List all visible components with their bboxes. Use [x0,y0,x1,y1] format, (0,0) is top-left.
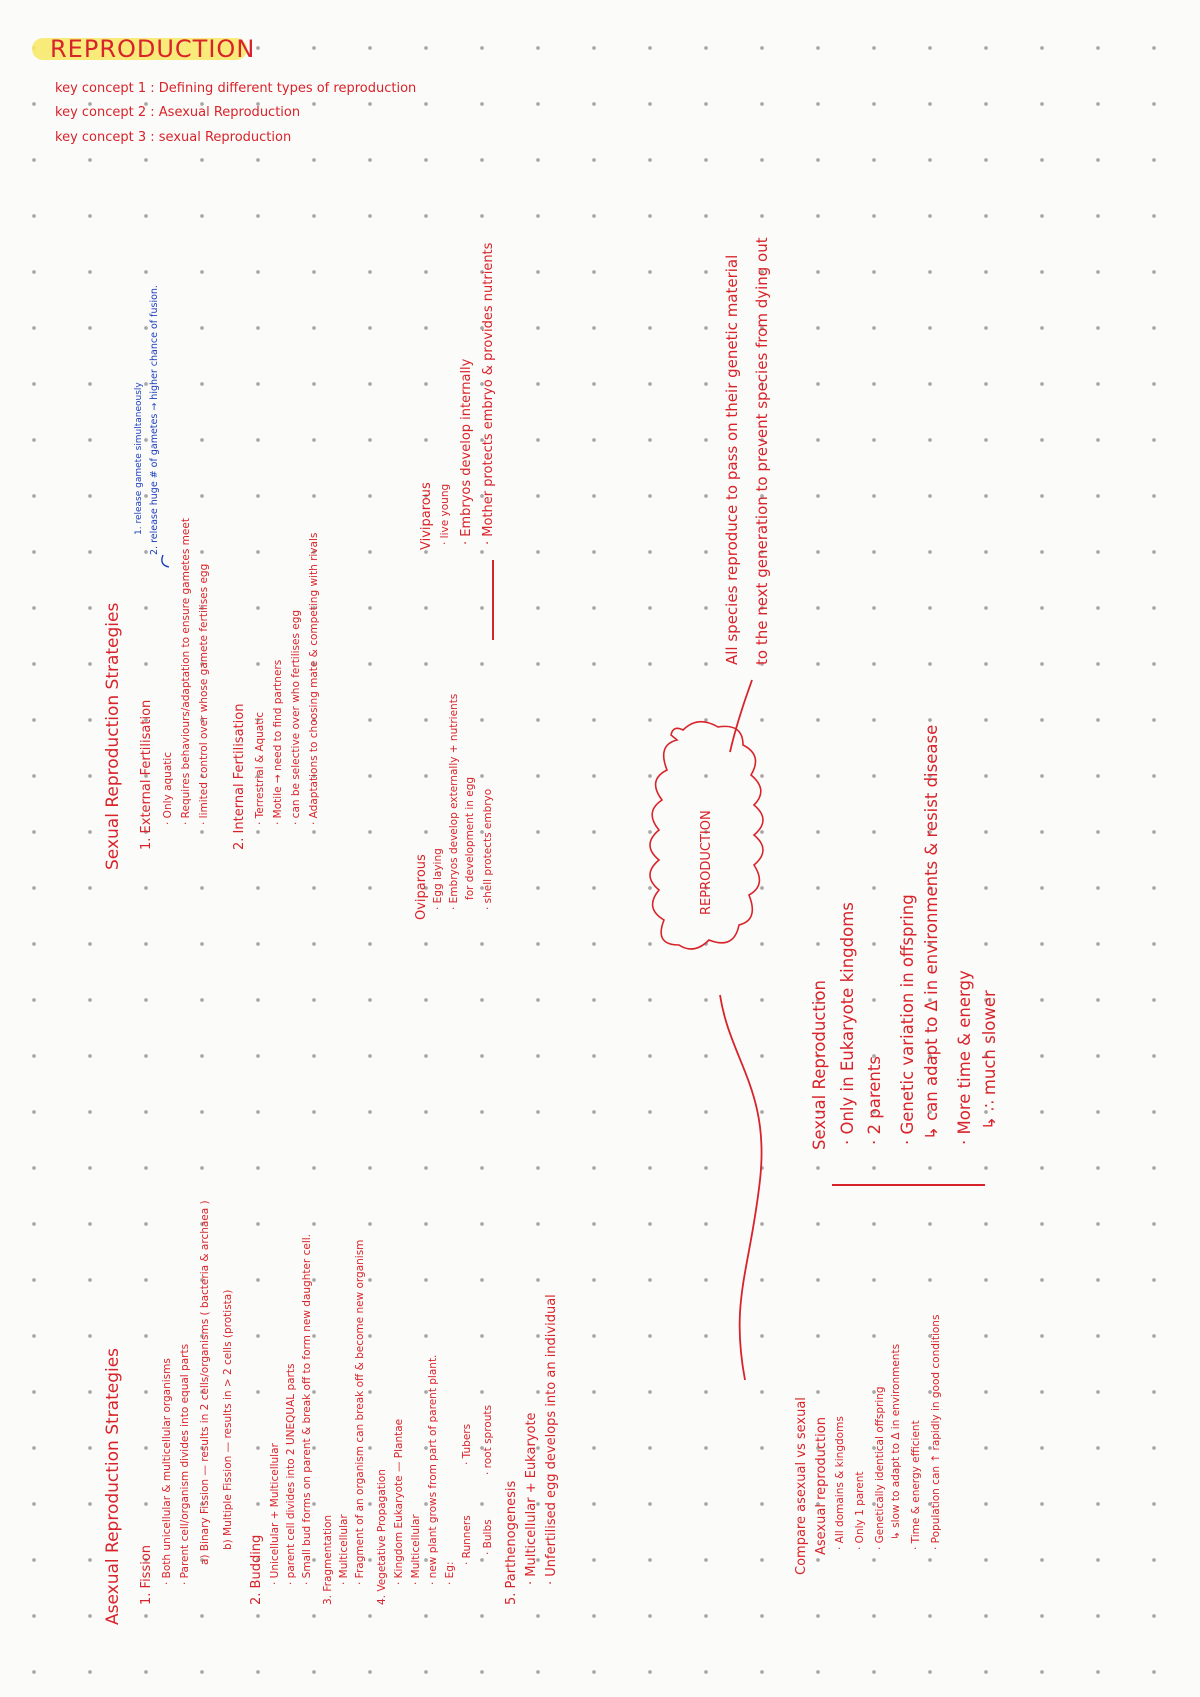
blue-arrow [161,554,170,568]
vegetative-item-4: · Eg: [444,1561,456,1585]
external-fertilisation-title: 1. External Fertilisation [139,699,154,850]
int-item-4: · Adaptations to choosing mate & competi… [308,532,320,825]
int-item-2: · Motile → need to find partners [272,659,284,825]
compare-subtitle: Asexual reproduction [814,1417,829,1555]
vegetative-item-2: · Multicellular [410,1514,422,1585]
compare-item-6: · Population can ↑ rapidly in good condi… [930,1314,942,1550]
key-concept-2: key concept 2 : Asexual Reproduction [55,105,301,120]
ovi-item-4: · shell protects embryo [482,788,494,910]
fragmentation-title: 3. Fragmentation [322,1514,334,1605]
compare-item-3: · Genetically identical offspring [874,1386,886,1550]
fragmentation-item-2: · Fragment of an organism can break off … [354,1239,366,1585]
blue-note-1: 1. release gamete simultaneously [134,382,144,535]
cloud-label: REPRODUCTION [699,810,714,915]
ovi-item-2: · Embryos develop externally + nutrients [448,693,460,910]
sexual-item-6: ↳ ∴ much slower [980,990,999,1130]
sexual-item-4: ↳ can adapt to Δ in environments & resis… [922,724,941,1140]
sexual-item-1: · Only in Eukaryote kingdoms [838,902,857,1145]
vivi-item-2: · Embryos develop internally [459,358,474,545]
parthenogenesis-title: 5. Parthenogenesis [504,1480,519,1605]
budding-title: 2. Budding [249,1534,264,1605]
title-highlight [32,38,247,60]
fission-item-2: · Parent cell/organism divides into equa… [179,1343,191,1585]
sexual-repro-title: Sexual Reproduction [810,980,829,1150]
asexual-strategies-heading: Asexual Reproduction Strategies [103,1347,123,1625]
ext-item-1: · Only aquatic [162,751,174,825]
parthenogenesis-item-2: · Unfertilised egg develops into an indi… [544,1294,559,1585]
fragmentation-item-1: · Multicellular [338,1514,350,1585]
key-concept-3: key concept 3 : sexual Reproduction [55,130,292,145]
int-item-1: · Terrestrial & Aquatic [254,711,266,825]
parthenogenesis-item-1: · Multicellular + Eukaryote [524,1412,539,1585]
ext-item-2: · Requires behaviours/adaptation to ensu… [180,518,192,825]
internal-fertilisation-title: 2. Internal Fertilisation [232,703,247,850]
vivi-item-1: · live young [439,483,451,545]
sexual-item-3: · Genetic variation in offspring [898,894,917,1145]
vivi-item-3: · Mother protects embryo & provides nutr… [481,242,496,545]
reproduction-cloud [649,720,764,950]
ext-item-3: · limited control over whose gamete fert… [198,563,210,825]
oviparous-title: Oviparous [414,854,429,920]
viviparous-title: Viviparous [419,482,434,550]
vegetative-item-6: · Tubers [461,1423,473,1465]
vegetative-item-5: · Runners [461,1515,473,1565]
vegetative-item-7: · Bulbs [482,1519,494,1555]
line-to-compare [719,994,763,1381]
sexual-strategies-heading: Sexual Reproduction Strategies [103,602,123,870]
ovi-item-1: · Egg laying [432,848,444,910]
compare-item-5: · Time & energy efficient [910,1420,922,1550]
sexual-item-2: · 2 parents [865,1056,884,1145]
fission-title: 1. Fission [139,1544,154,1605]
line-to-purpose [729,679,753,753]
fission-item-4: b) Multiple Fission — results in > 2 cel… [222,1289,234,1550]
compare-title: Compare asexual vs sexual [794,1397,809,1575]
page-title: REPRODUCTION [50,35,256,63]
sexual-item-5: · More time & energy [955,970,974,1145]
vegetative-title: 4. Vegetative Propagation [376,1469,388,1605]
vegetative-item-1: · Kingdom Eukaryote — Plantae [393,1418,405,1585]
budding-item-1: · Unicellular + Multicellular [269,1443,281,1585]
purpose-line-2: to the next generation to prevent specie… [753,237,771,665]
budding-item-2: · parent cell divides into 2 UNEQUAL par… [285,1363,297,1585]
budding-item-3: · Small bud forms on parent & break off … [301,1234,313,1585]
ovi-item-3: for development in egg [464,776,476,900]
compare-item-4: ↳ slow to adapt to Δ in environments [890,1343,902,1540]
compare-item-1: · All domains & kingdoms [834,1416,846,1550]
vegetative-item-3: · new plant grows from part of parent pl… [427,1354,439,1585]
fission-item-1: · Both unicellular & multicellular organ… [161,1358,173,1585]
int-item-3: · can be selective over who fertilises e… [290,609,302,825]
compare-item-2: · Only 1 parent [854,1471,866,1551]
fission-item-3: a) Binary Fission — results in 2 cells/o… [199,1200,211,1565]
key-concept-1: key concept 1 : Defining different types… [55,81,417,96]
vegetative-item-8: · root sprouts [482,1405,494,1475]
purpose-line-1: All species reproduce to pass on their g… [723,254,741,665]
blue-note-2: 2. release huge # of gametes → higher ch… [149,285,160,555]
